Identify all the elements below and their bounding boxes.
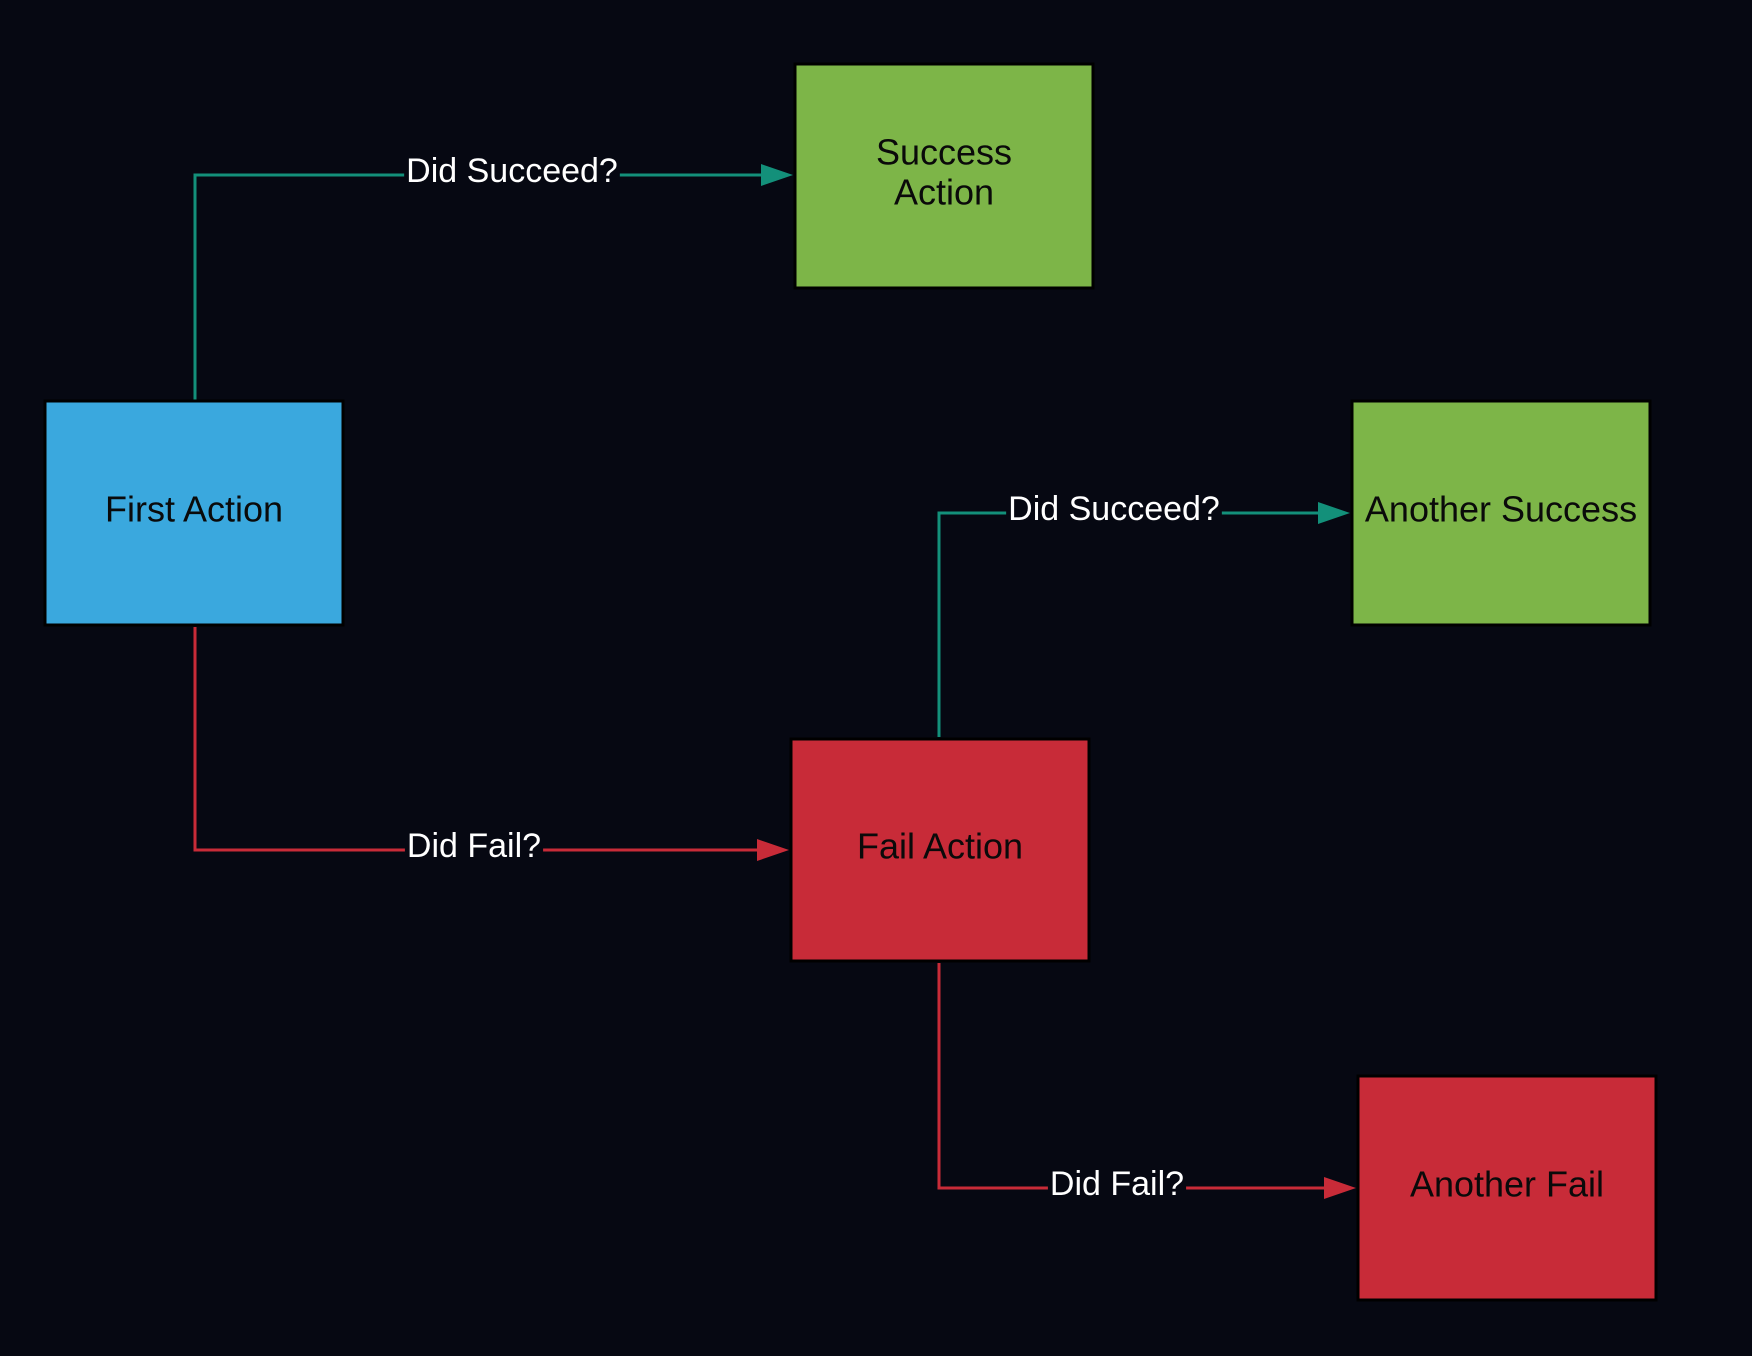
node-box[interactable] — [793, 62, 1095, 290]
node-label: Fail Action — [857, 826, 1023, 867]
node-box[interactable] — [43, 399, 345, 627]
node-another-fail[interactable]: Another Fail — [1356, 1074, 1658, 1302]
node-label: Another Fail — [1410, 1164, 1604, 1205]
arrow-head-icon — [757, 839, 789, 861]
arrow-head-icon — [1324, 1177, 1356, 1199]
edge-line — [193, 173, 761, 401]
edge-first-to-success: Did Succeed? — [193, 152, 793, 401]
arrow-head-icon — [761, 164, 793, 186]
edge-label: Did Fail? — [407, 827, 541, 865]
edge-label-background — [1006, 490, 1222, 528]
edge-line — [193, 627, 757, 852]
edge-label: Did Succeed? — [406, 152, 618, 190]
edge-label-background — [404, 827, 544, 865]
node-box[interactable] — [1356, 1074, 1658, 1302]
node-label: Another Success — [1365, 489, 1637, 530]
edges-layer: Did Succeed? Did Fail? Did Succeed? Did Fai… — [193, 152, 1356, 1203]
edge-fail-to-another-fail: Did Fail? — [937, 963, 1356, 1203]
edge-fail-to-another-success: Did Succeed? — [937, 490, 1350, 737]
node-another-success[interactable]: Another Success — [1350, 399, 1652, 627]
node-box[interactable] — [789, 737, 1091, 963]
node-label: Success — [876, 132, 1012, 173]
node-box[interactable] — [1350, 399, 1652, 627]
edge-first-to-fail: Did Fail? — [193, 627, 789, 865]
node-fail-action[interactable]: Fail Action — [789, 737, 1091, 963]
edge-label: Did Succeed? — [1008, 490, 1220, 528]
edge-line — [937, 963, 1324, 1190]
edge-label: Did Fail? — [1050, 1165, 1184, 1203]
node-label: Action — [894, 172, 994, 213]
edge-label-background — [404, 152, 620, 190]
node-first-action[interactable]: First Action — [43, 399, 345, 627]
node-label: First Action — [105, 489, 283, 530]
edge-line — [937, 511, 1318, 737]
edge-label-background — [1047, 1165, 1187, 1203]
arrow-head-icon — [1318, 502, 1350, 524]
